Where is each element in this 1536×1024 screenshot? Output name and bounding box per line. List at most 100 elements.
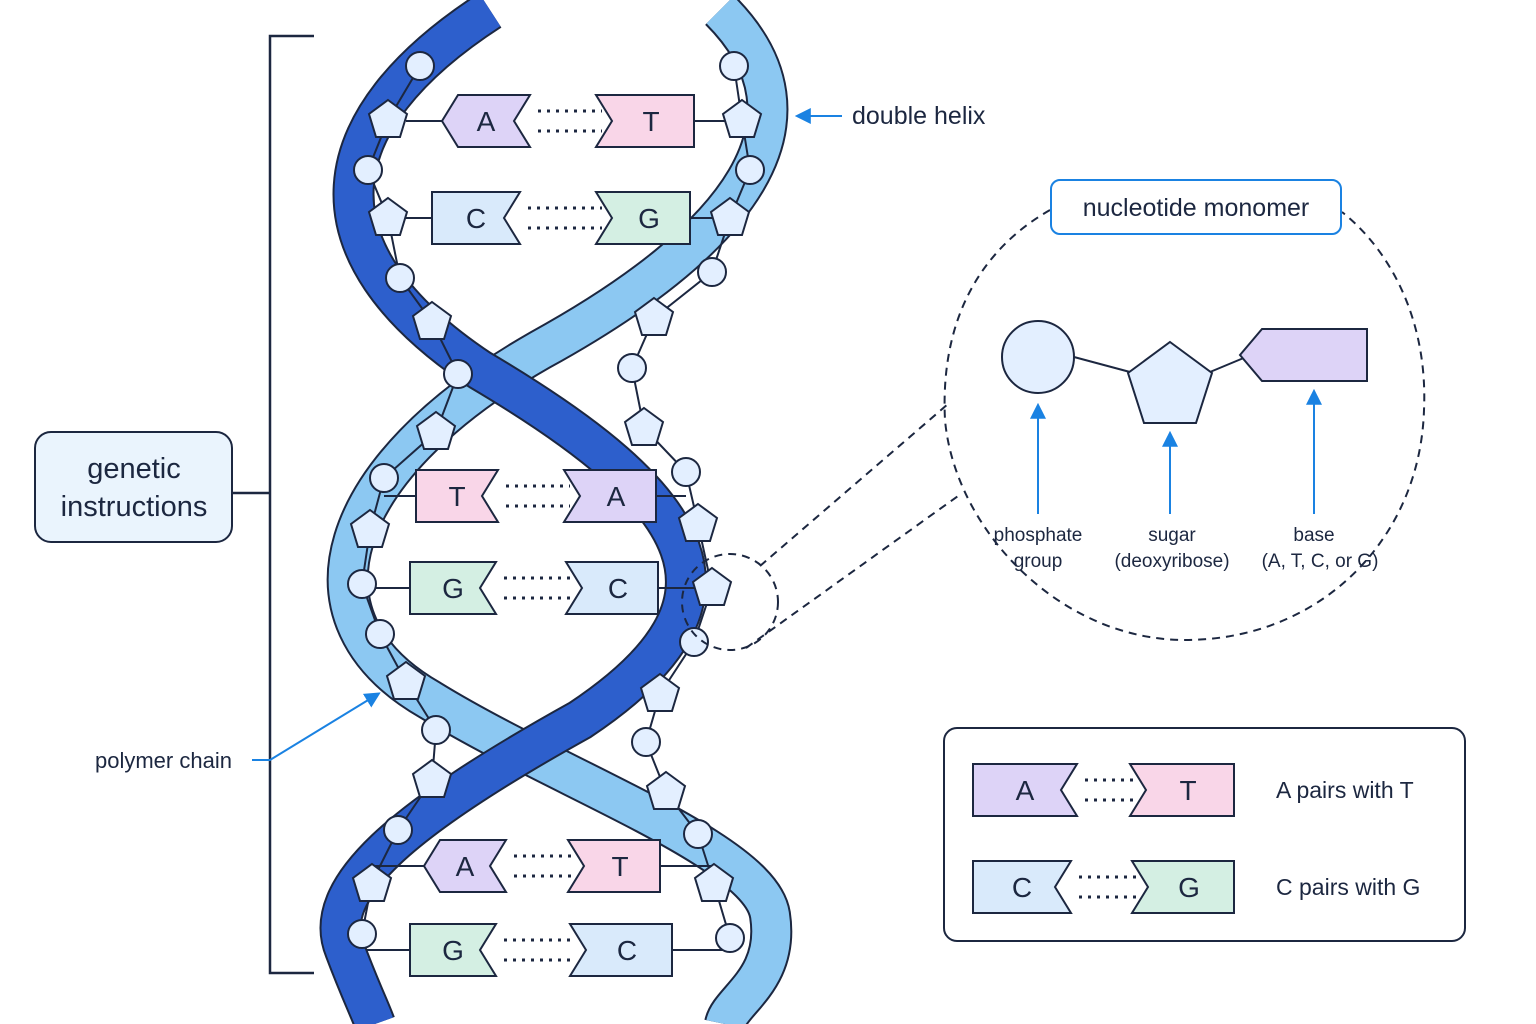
base-letter-left: G xyxy=(442,573,464,604)
sugar-pentagon-icon xyxy=(1126,340,1214,424)
base-tag-icon xyxy=(415,469,500,523)
dark-strand xyxy=(321,0,705,1024)
phosphate-circle-icon xyxy=(347,919,377,949)
sugar-pentagon-icon xyxy=(415,410,457,450)
zoom-connector xyxy=(681,209,1426,651)
base-letter-left: T xyxy=(448,481,465,512)
phosphate-circle-icon xyxy=(443,359,473,389)
base-tag-icon xyxy=(972,763,1079,817)
zoom-circle xyxy=(681,553,779,651)
base-letter-right: A xyxy=(607,481,626,512)
base-tag-icon xyxy=(564,561,659,615)
sugar-pentagon-icon xyxy=(367,98,409,138)
sugar-pentagon-icon xyxy=(367,196,409,236)
phosphate-circle-icon xyxy=(631,727,661,757)
base-tag-icon xyxy=(440,94,532,148)
sugar-pentagon-icon xyxy=(677,502,719,542)
phosphate-circle-icon xyxy=(347,569,377,599)
base-tag-icon xyxy=(1128,763,1235,817)
base-letter-left: A xyxy=(1016,775,1035,806)
monomer-title: nucleotide monomer xyxy=(1083,194,1310,222)
base-letter-right: T xyxy=(1179,775,1196,806)
base-tag-icon xyxy=(409,923,498,977)
phosphate-circle-icon xyxy=(369,463,399,493)
phosphate-circle-icon xyxy=(697,257,727,287)
sugar-pentagon-icon xyxy=(349,508,391,548)
polymer-chain-annotation: polymer chain xyxy=(95,692,381,773)
sugar-label-line1: sugar xyxy=(1148,525,1196,546)
genetic-label-line2: instructions xyxy=(61,491,208,523)
base-tag-icon xyxy=(594,94,695,148)
sugar-pentagon-icon xyxy=(351,862,393,902)
phosphate-circle-icon xyxy=(671,457,701,487)
legend-text: C pairs with G xyxy=(1276,874,1420,900)
phosphate-circle-icon xyxy=(617,353,647,383)
sugar-pentagon-icon xyxy=(411,300,453,340)
base-tag-icon xyxy=(568,923,673,977)
sugar-pentagon-icon xyxy=(693,862,735,902)
polymer-chain-label: polymer chain xyxy=(95,748,232,773)
phosphate-circle-icon xyxy=(353,155,383,185)
base-tag-icon xyxy=(422,839,508,893)
base-label-line1: base xyxy=(1293,525,1334,546)
sugar-pentagon-icon xyxy=(721,98,763,138)
phosphate-label-line1: phosphate xyxy=(994,525,1083,546)
monomer-title-box xyxy=(1050,179,1342,235)
base-tag-icon xyxy=(972,860,1073,914)
base-letter-left: A xyxy=(456,851,475,882)
base-letter-left: G xyxy=(442,935,464,966)
base-tag-icon xyxy=(1130,860,1235,914)
phosphate-circle-icon xyxy=(421,715,451,745)
sugar-pentagon-icon xyxy=(639,672,681,712)
phosphate-circle-icon xyxy=(405,51,435,81)
base-tag-icon xyxy=(431,191,522,245)
sugar-pentagon-icon xyxy=(691,566,733,606)
double-helix-label: double helix xyxy=(852,102,986,130)
base-letter-right: G xyxy=(1178,872,1200,903)
base-letter-right: C xyxy=(617,935,637,966)
sugar-pentagon-icon xyxy=(623,406,665,446)
phosphate-circle-icon xyxy=(735,155,765,185)
phosphate-circle-icon xyxy=(683,819,713,849)
genetic-instructions-bracket xyxy=(232,34,314,975)
base-letter-left: C xyxy=(466,203,486,234)
phosphate-circle-icon xyxy=(365,619,395,649)
base-letter-right: T xyxy=(642,106,659,137)
phosphate-nodes xyxy=(347,51,765,953)
sugar-pentagon-icon xyxy=(411,758,453,798)
base-tag-icon xyxy=(1238,328,1368,382)
phosphate-circle-icon xyxy=(385,263,415,293)
phosphate-label-line2: group xyxy=(1014,551,1063,572)
phosphate-circle-icon xyxy=(715,923,745,953)
base-letter-right: T xyxy=(611,851,628,882)
base-tag-icon xyxy=(566,839,661,893)
phosphate-circle-icon xyxy=(679,627,709,657)
sugar-pentagon-icon xyxy=(645,770,687,810)
base-tag-icon xyxy=(594,191,691,245)
legend-text: A pairs with T xyxy=(1276,777,1414,803)
sugar-nodes xyxy=(349,98,763,902)
base-tag-icon xyxy=(562,469,657,523)
phosphate-circle-icon xyxy=(719,51,749,81)
base-letter-left: A xyxy=(477,106,496,137)
base-letter-left: C xyxy=(1012,872,1032,903)
genetic-label-line1: genetic xyxy=(87,453,181,485)
nucleotide-monomer-panel: nucleotide monomer phosphate group sugar… xyxy=(994,179,1379,572)
base-tag-icon xyxy=(409,561,498,615)
sugar-pentagon-icon xyxy=(385,660,427,700)
sugar-pentagon-icon xyxy=(709,196,751,236)
base-letter-right: C xyxy=(608,573,628,604)
sugar-pentagon-icon xyxy=(633,296,675,336)
base-label-line2: (A, T, C, or G) xyxy=(1262,551,1379,572)
phosphate-circle-icon xyxy=(1001,320,1075,394)
double-helix-annotation: double helix xyxy=(794,102,986,130)
